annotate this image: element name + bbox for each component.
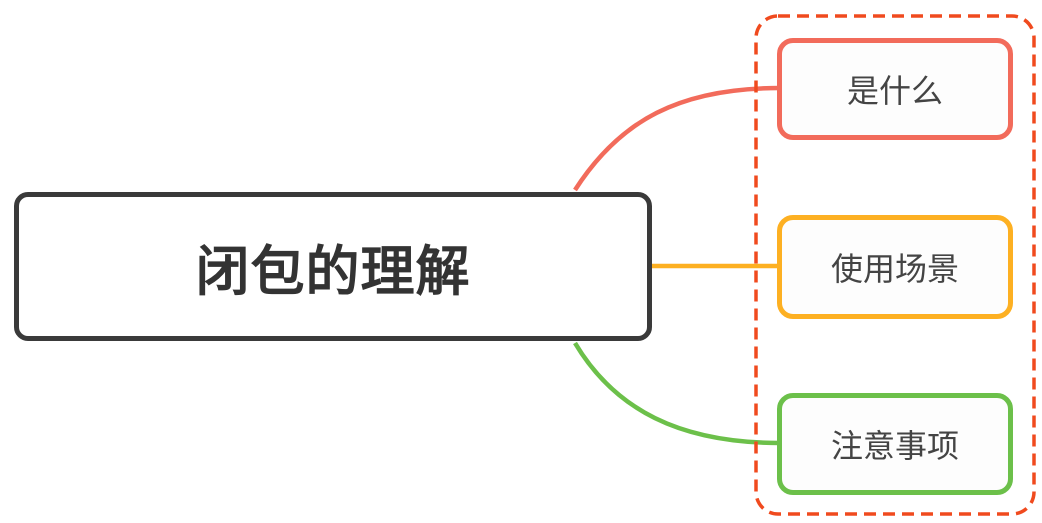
subtopic-label: 使用场景 [830, 250, 959, 288]
subtopic-what-is[interactable]: 是什么 [777, 38, 1013, 140]
connector-what-is [573, 85, 781, 192]
subtopic-label: 注意事项 [830, 427, 959, 465]
group-boundary [754, 14, 1036, 516]
subtopic-notes[interactable]: 注意事项 [777, 393, 1013, 495]
root-topic[interactable]: 闭包的理解 [14, 192, 652, 341]
root-topic-label: 闭包的理解 [195, 240, 471, 303]
connector-notes [573, 341, 781, 446]
subtopic-use-cases[interactable]: 使用场景 [777, 215, 1013, 319]
subtopic-label: 是什么 [846, 72, 943, 110]
